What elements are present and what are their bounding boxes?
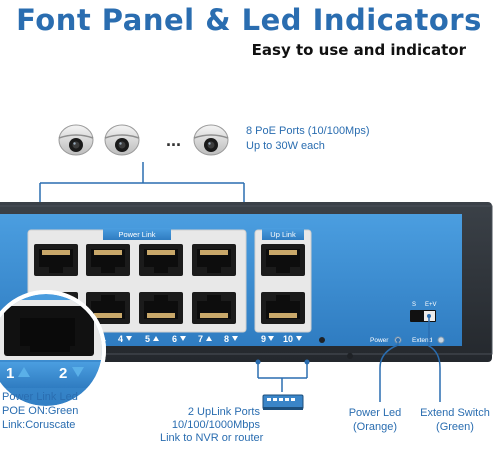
callout-line: (Green) — [436, 421, 474, 433]
port-number: 5 — [145, 334, 150, 344]
power-link-label: Power Link — [118, 230, 155, 239]
poe-ports-label: 8 PoE Ports (10/100Mps) — [246, 125, 370, 137]
extend-led — [437, 336, 445, 344]
callout-line: Link to NVR or router — [160, 432, 264, 444]
dome-camera-icon — [193, 124, 229, 156]
port-number: 7 — [198, 334, 203, 344]
ethernet-port[interactable] — [192, 244, 236, 276]
callout-line: POE ON:Green — [2, 405, 79, 417]
port-number: 4 — [118, 334, 123, 344]
page-subtitle: Easy to use and indicator — [251, 41, 466, 59]
power-link-led-callout: Power Link Led POE ON:Green Link:Corusca… — [2, 390, 78, 432]
switch-label-s: S — [412, 302, 416, 308]
uplink-label: Up Link — [270, 230, 296, 239]
callout-line: Extend Switch — [420, 407, 490, 419]
zoom-port-number-2: 2 — [59, 365, 67, 382]
callout-line: Link:Coruscate — [2, 419, 76, 431]
port-number: 6 — [172, 334, 177, 344]
callout-line: 10/100/1000Mbps — [171, 419, 260, 431]
power-led-label: Power — [370, 337, 389, 344]
uplink-ethernet-port[interactable] — [261, 292, 305, 324]
ethernet-port[interactable] — [192, 292, 236, 324]
callout-line: (Orange) — [352, 421, 398, 433]
zoom-port-number-1: 1 — [6, 365, 14, 382]
uplink-ports-callout: 2 UpLink Ports 10/100/1000Mbps Link to N… — [160, 406, 264, 445]
dome-camera-icon — [104, 124, 140, 156]
extend-switch-callout: Extend Switch (Green) — [412, 406, 498, 434]
page-title: Font Panel & Led Indicators — [16, 3, 482, 37]
dome-camera-icon — [58, 124, 94, 156]
ethernet-port[interactable] — [34, 244, 78, 276]
poe-power-label: Up to 30W each — [246, 140, 325, 152]
ellipsis-text: ... — [166, 130, 181, 150]
port-number: 8 — [224, 334, 229, 344]
callout-line: Power Link Led — [2, 391, 78, 403]
router-icon — [262, 394, 304, 410]
uplink-port-number: 9 — [261, 334, 266, 344]
uplink-bracket — [257, 363, 308, 392]
power-led-callout: Power Led (Orange) — [330, 406, 420, 434]
link-led-down-icon — [72, 367, 84, 377]
switch-label-ev: E+V — [425, 302, 437, 308]
uplink-port-number: 10 — [283, 334, 293, 344]
link-led-up-icon — [18, 367, 30, 377]
port-led-zoom — [0, 290, 106, 410]
ethernet-port[interactable] — [139, 292, 183, 324]
uplink-ethernet-port[interactable] — [261, 244, 305, 276]
extend-led-label: Extend — [412, 337, 433, 344]
ethernet-port[interactable] — [86, 244, 130, 276]
callout-line: 2 UpLink Ports — [187, 406, 260, 418]
callout-line: Power Led — [348, 407, 402, 419]
ethernet-port[interactable] — [139, 244, 183, 276]
